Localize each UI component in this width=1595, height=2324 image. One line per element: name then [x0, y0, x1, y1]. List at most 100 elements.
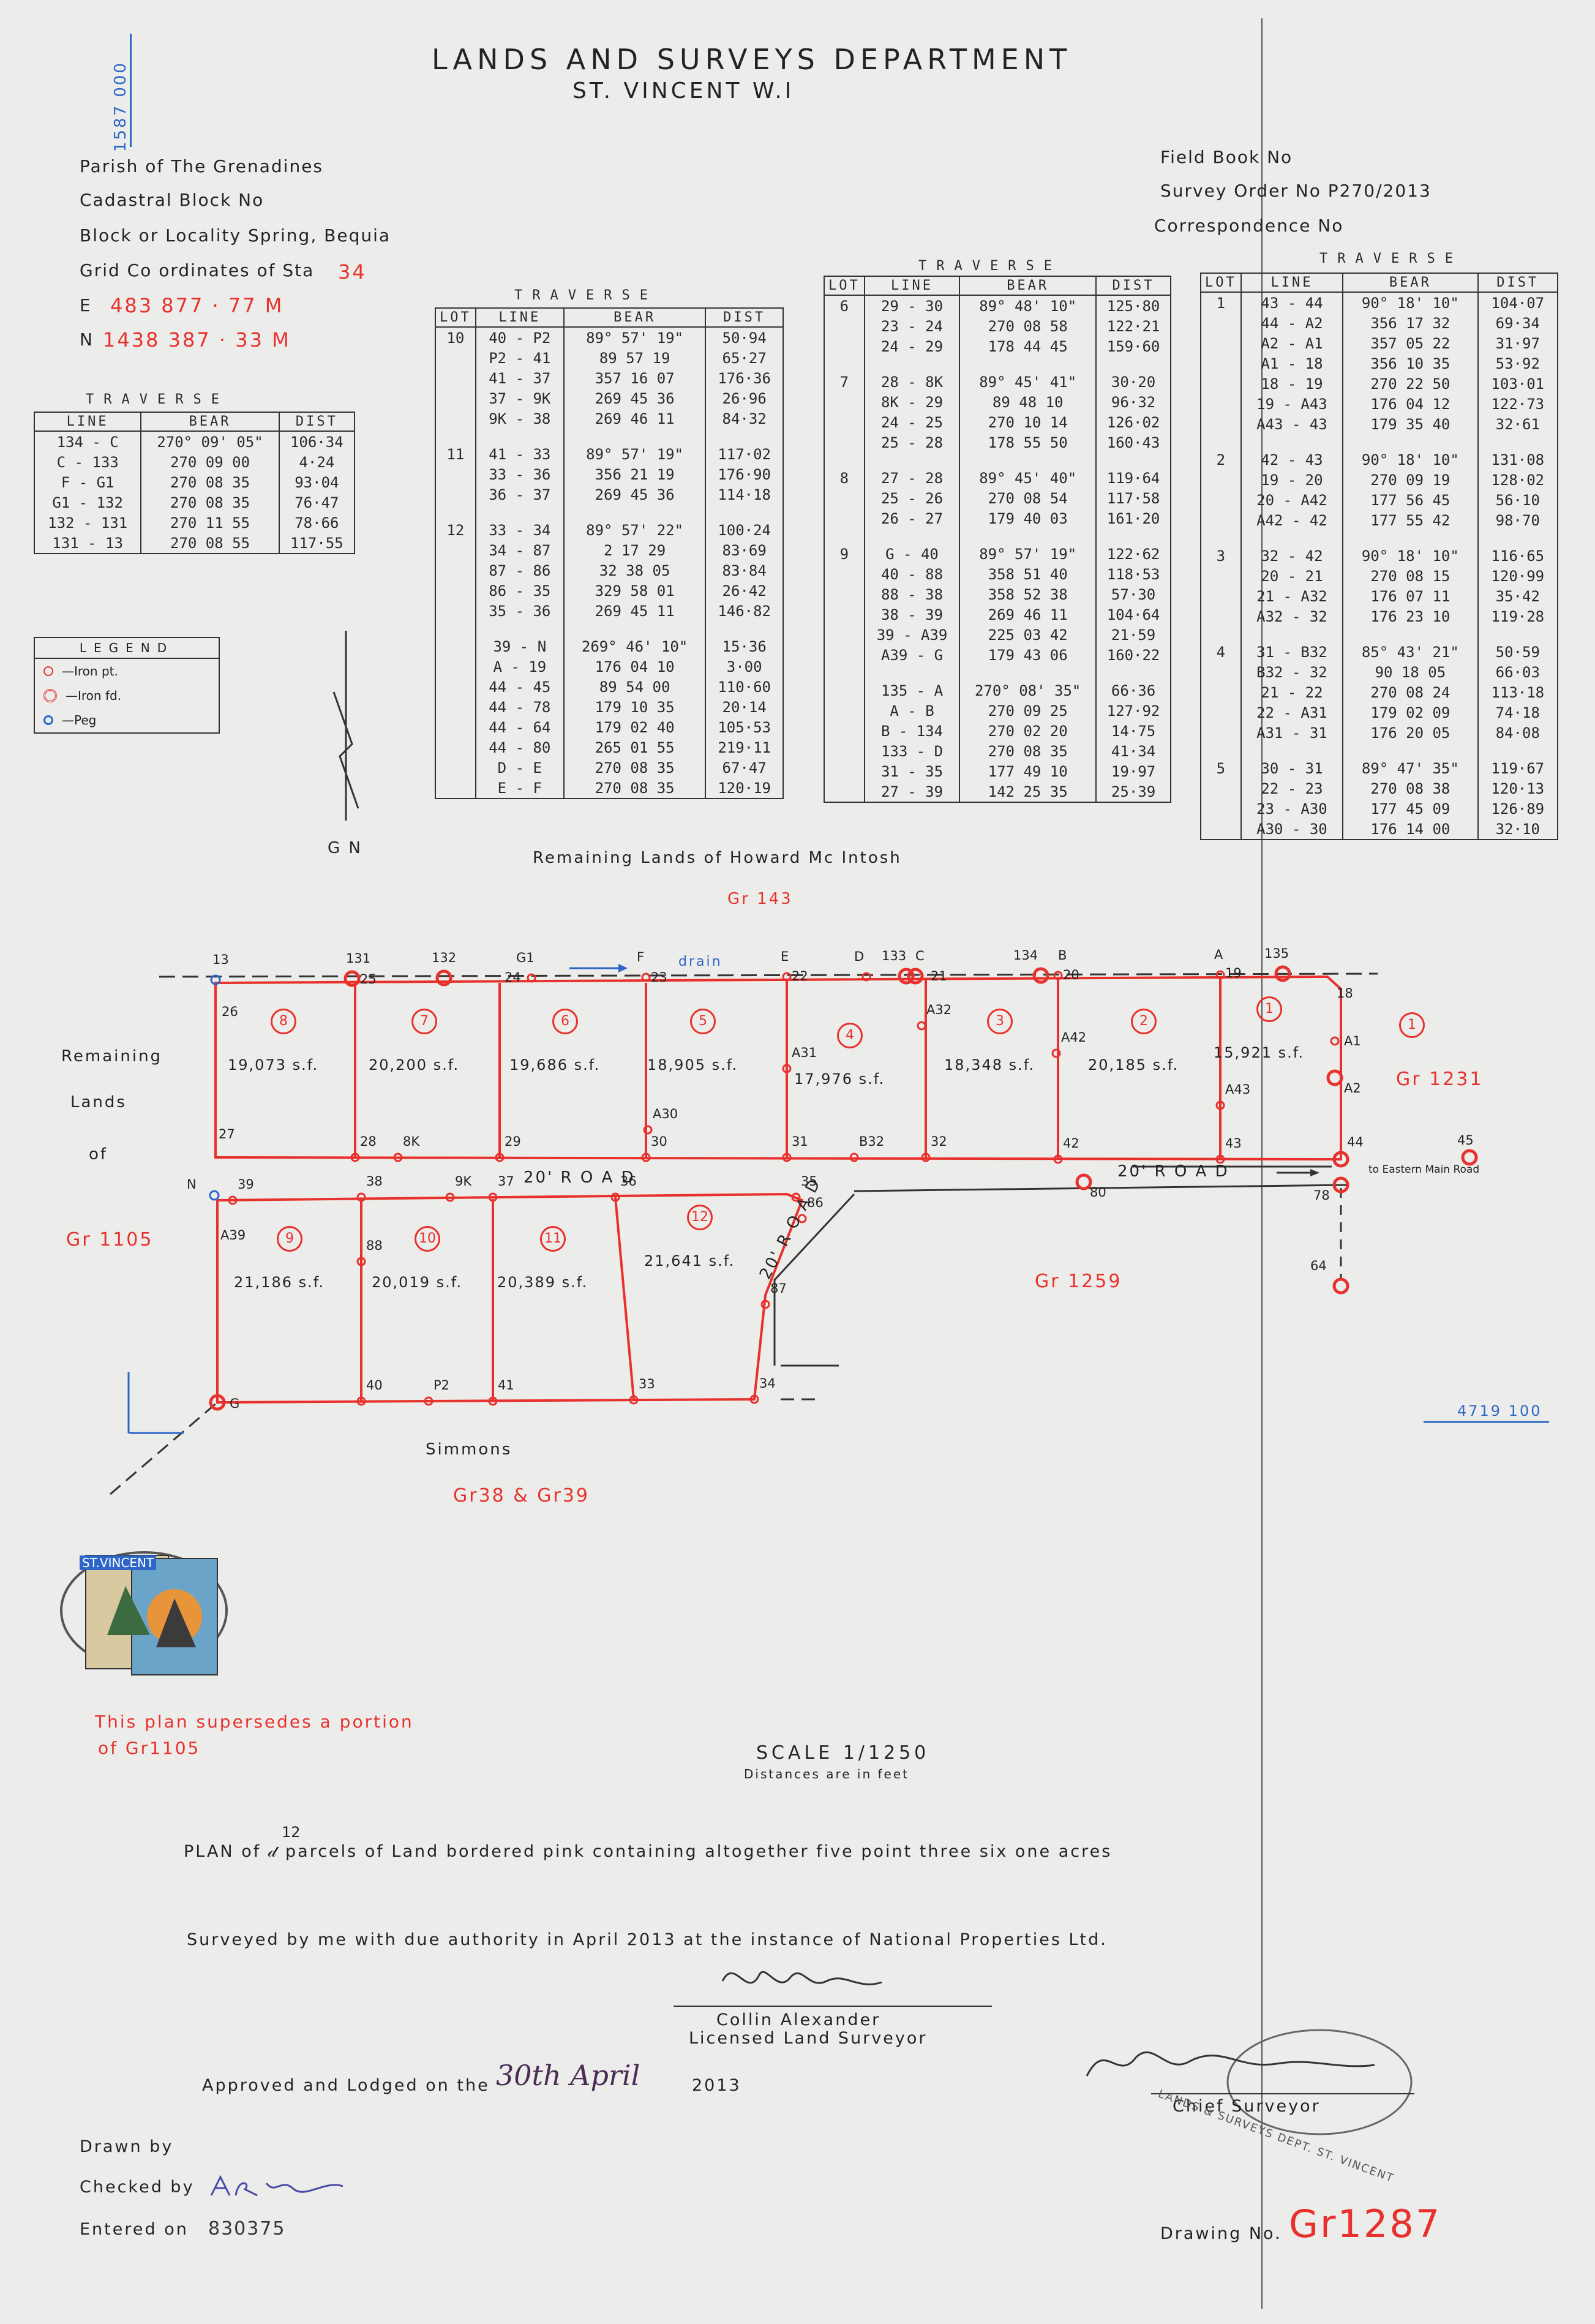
- lot-cell: [435, 621, 476, 636]
- dist-cell: 66·03: [1477, 662, 1559, 682]
- lot-cell: 2: [1200, 449, 1242, 470]
- line-cell: 29 - 30: [863, 295, 961, 316]
- survey-point-label: E: [781, 949, 789, 964]
- bear-cell: 90° 18' 10": [1342, 546, 1479, 566]
- existing-boundaries: [110, 972, 1549, 1495]
- survey-point-marker: [1215, 1154, 1225, 1164]
- line-cell: [475, 621, 565, 636]
- dist-cell: 119·67: [1477, 758, 1559, 778]
- bear-cell: [959, 356, 1097, 372]
- dist-cell: 122·62: [1095, 544, 1171, 564]
- bear-cell: 269 46 11: [959, 604, 1097, 625]
- survey-point-marker: [209, 1394, 226, 1411]
- line-cell: [475, 505, 565, 520]
- bear-cell: 357 16 07: [563, 368, 707, 388]
- survey-point-marker: [350, 1153, 360, 1162]
- traverse-row: [435, 505, 784, 520]
- survey-point-marker: [424, 1396, 433, 1406]
- survey-point-label: 88: [366, 1238, 383, 1253]
- line-cell: 25 - 26: [863, 488, 961, 508]
- line-cell: 22 - 23: [1240, 778, 1344, 799]
- bear-cell: 179 02 09: [1342, 702, 1479, 723]
- line-cell: 25 - 28: [863, 432, 961, 453]
- dist-cell: [705, 429, 784, 444]
- dist-cell: 146·82: [705, 601, 784, 621]
- field-book-label: Field Book No: [1160, 147, 1293, 167]
- survey-point-marker: [610, 1192, 620, 1202]
- lot-number: 5: [690, 1009, 716, 1034]
- survey-point-marker: [393, 1153, 403, 1162]
- drawing-number: Gr1287: [1289, 2202, 1442, 2246]
- survey-point-marker: [641, 972, 651, 982]
- remaining-left-2: Lands: [70, 1093, 127, 1111]
- dist-cell: 117·58: [1095, 488, 1171, 508]
- chief-surveyor-label: Chief Surveyor: [1173, 2097, 1321, 2116]
- lot-cell: [435, 560, 476, 581]
- dist-cell: 83·84: [705, 560, 784, 581]
- line-cell: 21 - A32: [1240, 586, 1344, 606]
- dist-cell: 76·47: [278, 492, 356, 513]
- dist-cell: [1095, 528, 1171, 544]
- line-cell: 23 - 24: [863, 316, 961, 336]
- dist-cell: 78·66: [278, 513, 356, 533]
- line-cell: 20 - 21: [1240, 566, 1344, 586]
- bear-cell: [1342, 434, 1479, 449]
- survey-point-label: C: [915, 949, 925, 963]
- line-cell: 39 - N: [475, 636, 565, 656]
- bear-cell: 329 58 01: [563, 581, 707, 601]
- lot-cell: [824, 528, 865, 544]
- line-cell: B - 134: [863, 721, 961, 741]
- surveyor-title: Licensed Land Surveyor: [689, 2029, 928, 2048]
- lot-number: 7: [411, 1009, 437, 1034]
- survey-point-marker: [749, 1394, 759, 1404]
- dist-cell: [705, 505, 784, 520]
- dist-cell: 32·10: [1477, 819, 1559, 840]
- lot-cell: [1200, 819, 1242, 840]
- dist-cell: 126·02: [1095, 412, 1171, 432]
- lot-cell: 8: [824, 468, 865, 488]
- bear-cell: 270 09 19: [1342, 470, 1479, 490]
- dist-cell: 66·36: [1095, 680, 1171, 701]
- department-title: LANDS AND SURVEYS DEPARTMENT: [432, 43, 1072, 76]
- survey-point-label: 22: [792, 969, 808, 983]
- lot-cell: [435, 737, 476, 758]
- dist-cell: 100·24: [705, 520, 784, 540]
- lot-cell: [1200, 313, 1242, 333]
- lot-cell: [435, 464, 476, 484]
- dist-cell: 30·20: [1095, 372, 1171, 392]
- col-line: LINE: [863, 276, 961, 296]
- lot-area: 19,686 s.f.: [509, 1056, 601, 1074]
- dist-cell: 116·65: [1477, 546, 1559, 566]
- locality-label: Block or Locality Spring, Bequia: [80, 225, 391, 246]
- survey-point-label: B32: [859, 1134, 885, 1149]
- line-cell: C - 133: [33, 452, 142, 472]
- lot-number-extra: 1: [1399, 1012, 1425, 1038]
- line-cell: 20 - A42: [1240, 490, 1344, 510]
- dist-cell: 120·13: [1477, 778, 1559, 799]
- survey-point-label: 80: [1090, 1185, 1106, 1200]
- col-bear: BEAR: [563, 307, 707, 328]
- bear-cell: 270 08 54: [959, 488, 1097, 508]
- line-cell: A1 - 18: [1240, 353, 1344, 374]
- line-cell: [863, 453, 961, 468]
- line-cell: [1240, 743, 1344, 758]
- dist-cell: 26·96: [705, 388, 784, 408]
- line-cell: 131 - 13: [33, 533, 142, 554]
- line-cell: 44 - 78: [475, 697, 565, 717]
- survey-point-label: G1: [516, 950, 535, 965]
- survey-point-label: D: [854, 949, 865, 964]
- lot-number: 4: [837, 1023, 863, 1048]
- line-cell: 87 - 86: [475, 560, 565, 581]
- dist-cell: 131·08: [1477, 449, 1559, 470]
